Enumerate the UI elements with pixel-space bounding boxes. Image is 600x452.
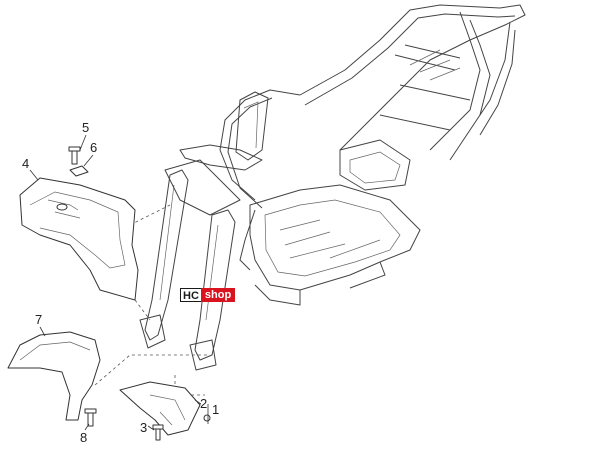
callout-1: 1 [212,402,219,417]
logo-shop-text: shop [200,288,236,302]
leader-callout-3 [147,425,155,431]
leader-callout-8 [84,423,90,431]
hc-shop-logo: HC shop [180,288,236,302]
logo-hc-text: HC [180,288,201,302]
leader-callout-7 [39,326,46,337]
leader-line-4-frame [129,204,171,226]
leader-line-7-1 [94,354,210,386]
part-1-splash-guard [119,381,201,436]
scooter-frame [139,4,526,371]
part-2-nut [203,414,211,422]
part-3-screw [152,424,164,441]
callout-3: 3 [140,420,147,435]
callout-2: 2 [200,396,207,411]
callout-8: 8 [80,430,87,445]
part-7-front-mudguard [7,331,101,421]
part-6-clip [69,165,89,177]
leader-callout-6 [83,154,94,167]
callout-4: 4 [22,156,29,171]
part-5-screw [68,146,81,165]
part-4-inner-shield [19,177,139,301]
callout-6: 6 [90,140,97,155]
leader-callout-5 [79,134,87,151]
callout-7: 7 [35,312,42,327]
leader-callout-2 [194,399,202,405]
leader-line-4-bottom [134,299,151,321]
leader-callout-4 [29,169,39,181]
part-8-screw [84,408,97,427]
callout-5: 5 [82,120,89,135]
